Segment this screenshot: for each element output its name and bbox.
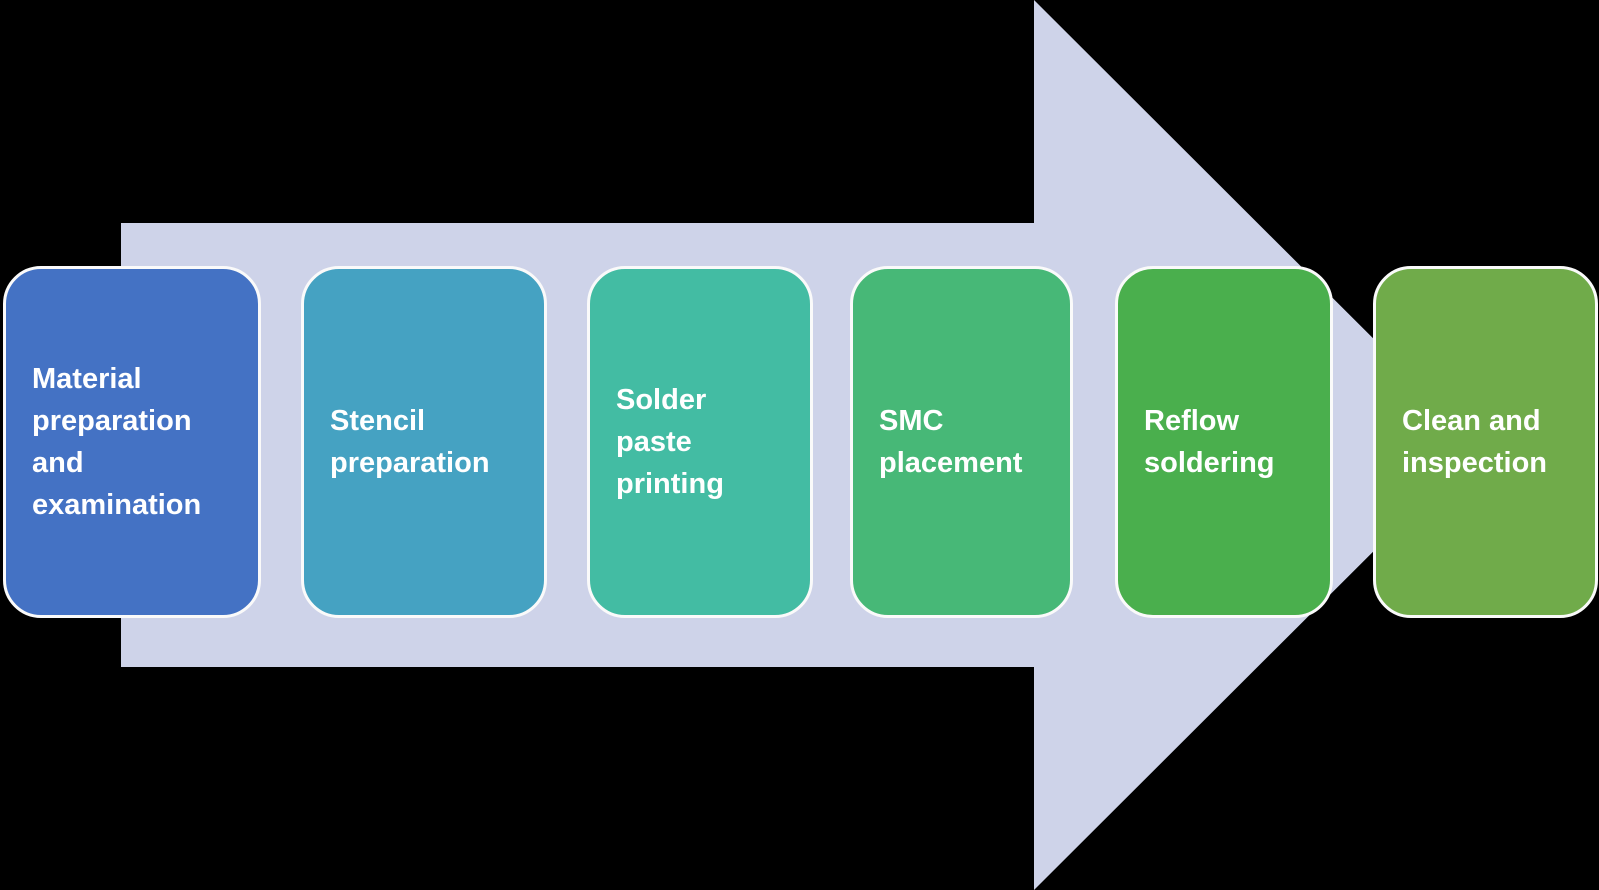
process-step-material-preparation: Material preparation and examination bbox=[3, 266, 261, 618]
process-step-reflow-soldering: Reflow soldering bbox=[1115, 266, 1333, 618]
process-step-clean-and-inspection: Clean and inspection bbox=[1373, 266, 1598, 618]
process-step-label: SMC placement bbox=[879, 405, 1023, 479]
process-step-solder-paste-printing: Solder paste printing bbox=[587, 266, 813, 618]
process-step-label: Material preparation and examination bbox=[32, 363, 202, 521]
process-step-stencil-preparation: Stencil preparation bbox=[301, 266, 547, 618]
process-step-label: Clean and inspection bbox=[1402, 405, 1548, 479]
process-step-smc-placement: SMC placement bbox=[850, 266, 1073, 618]
process-step-label: Stencil preparation bbox=[330, 405, 490, 479]
process-step-label: Reflow soldering bbox=[1144, 405, 1275, 479]
process-step-label: Solder paste printing bbox=[616, 384, 724, 500]
